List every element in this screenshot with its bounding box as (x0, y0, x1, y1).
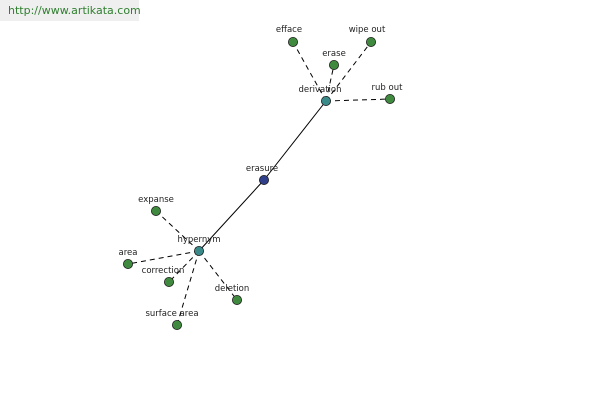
edge-hypernym-surface-area (176, 250, 200, 326)
node-wipe-out-label: wipe out (349, 25, 386, 35)
edge-hypernym-area (127, 250, 200, 265)
graph-nodes: efface erase wipe out rub out expanse areacor… (119, 25, 404, 330)
source-banner: http://www.artikata.com (0, 0, 141, 21)
node-derivation-label: derivation (298, 85, 341, 95)
source-url-link[interactable]: http://www.artikata.com (8, 4, 141, 17)
edge-root-hypernym (198, 179, 265, 252)
node-derivation-circle[interactable] (320, 96, 331, 107)
node-root-circle[interactable] (258, 174, 269, 185)
node-erase-circle[interactable] (328, 60, 339, 71)
node-efface[interactable]: efface (276, 25, 302, 48)
node-hypernym-label: hypernym (177, 235, 220, 245)
node-deletion[interactable]: deletion (215, 284, 250, 305)
node-rub-out-circle[interactable] (384, 94, 395, 105)
node-surface-area-label: surface area (145, 309, 198, 319)
node-efface-label: efface (276, 25, 302, 35)
edge-hypernym-correction (168, 250, 200, 283)
node-rub-out[interactable]: rub out (372, 83, 404, 105)
node-efface-circle[interactable] (287, 37, 298, 48)
edge-hypernym-deletion (198, 250, 238, 301)
edge-derivation-rub-out (325, 98, 391, 102)
node-expanse-circle[interactable] (150, 205, 161, 216)
node-root[interactable]: erasure (246, 164, 278, 185)
node-surface-area[interactable]: surface area (145, 309, 199, 330)
graph-edges (127, 41, 391, 326)
node-wipe-out[interactable]: wipe out (349, 25, 386, 48)
node-hypernym-circle[interactable] (193, 245, 204, 256)
edge-root-derivation (263, 100, 327, 181)
node-area[interactable]: area (119, 248, 138, 269)
node-derivation[interactable]: derivation (298, 85, 342, 107)
node-hypernym[interactable]: hypernym (177, 235, 221, 256)
node-deletion-label: deletion (215, 284, 250, 294)
node-correction[interactable]: correction (142, 266, 185, 287)
node-area-label: area (119, 248, 138, 258)
node-expanse[interactable]: expanse (138, 195, 174, 216)
edge-derivation-wipe-out (325, 41, 372, 102)
edge-derivation-erase (325, 64, 335, 102)
node-root-label: erasure (246, 164, 278, 174)
node-correction-label: correction (142, 266, 185, 276)
node-expanse-label: expanse (138, 195, 174, 205)
node-rub-out-label: rub out (372, 83, 404, 93)
node-erase-label: erase (322, 49, 346, 59)
node-correction-circle[interactable] (163, 276, 174, 287)
node-erase[interactable]: erase (322, 49, 346, 71)
node-deletion-circle[interactable] (231, 294, 242, 305)
node-wipe-out-circle[interactable] (365, 37, 376, 48)
edge-derivation-efface (292, 41, 327, 102)
edge-hypernym-expanse (155, 210, 200, 252)
node-area-circle[interactable] (123, 258, 134, 269)
node-surface-area-circle[interactable] (171, 319, 182, 330)
